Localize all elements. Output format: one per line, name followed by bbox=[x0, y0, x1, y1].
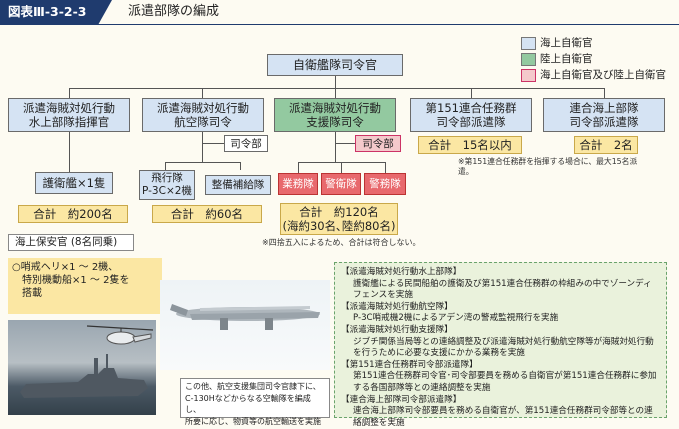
info-heading: 【派遣海賊対処行動水上部隊】 bbox=[341, 267, 462, 277]
unit-support-total: 合計 約120名 (海約30名､陸約80名) bbox=[280, 203, 398, 235]
legend-label-joint: 海上自衛官及び陸上自衛官 bbox=[540, 69, 666, 81]
connector bbox=[335, 143, 355, 144]
unit-cmf-total: 合計 2名 bbox=[574, 136, 638, 154]
unit-military-police: 警務隊 bbox=[364, 173, 406, 195]
unit-cmf-hq-detachment: 連合海上部隊 司令部派遣隊 bbox=[543, 98, 665, 132]
connector bbox=[202, 132, 203, 162]
p3c-aircraft-photo bbox=[160, 280, 330, 370]
info-heading: 【派遣海賊対処行動航空隊】 bbox=[341, 301, 453, 312]
unit-surface-total: 合計 約200名 bbox=[18, 205, 128, 223]
info-heading: 【第151連合任務群司令部派遣隊】 bbox=[341, 359, 478, 370]
info-heading: 【連合海上部隊司令部派遣隊】 bbox=[341, 394, 462, 405]
info-body: P-3C哨戒機2機によるアデン湾の警戒監視飛行を実施 bbox=[353, 313, 559, 324]
unit-escort-ship: 護衛艦×1隻 bbox=[35, 172, 113, 194]
connector bbox=[69, 88, 604, 89]
header-bar bbox=[0, 0, 679, 24]
header-rule bbox=[0, 24, 679, 25]
air-hq-box: 司令部 bbox=[224, 135, 268, 152]
figure-number: 図表Ⅲ-3-2-3 bbox=[0, 0, 112, 24]
support-hq-box: 司令部 bbox=[355, 135, 401, 152]
top-commander-box: 自衛艦隊司令官 bbox=[267, 54, 403, 76]
unit-ctf151-total: 合計 15名以内 bbox=[418, 136, 522, 154]
rounding-note: ※四捨五入によるため、合計は符合しない。 bbox=[262, 238, 421, 247]
unit-guard: 警衛隊 bbox=[321, 173, 361, 195]
unit-maintenance-supply: 整備補給隊 bbox=[205, 175, 271, 195]
connector bbox=[165, 162, 240, 163]
legend-swatch-maritime bbox=[521, 37, 536, 50]
info-body: 護衛艦による民間船舶の護衛及び第151連合任務群の枠組みの中でゾーンディフェンス… bbox=[353, 278, 652, 301]
unit-service: 業務隊 bbox=[278, 173, 318, 195]
unit-surface-force-commander: 派遣海賊対処行動 水上部隊指揮官 bbox=[8, 98, 130, 132]
legend-label-maritime: 海上自衛官 bbox=[540, 37, 593, 49]
connector bbox=[69, 132, 70, 172]
helicopter-photo bbox=[85, 318, 155, 358]
connector bbox=[165, 162, 166, 170]
connector bbox=[604, 88, 605, 98]
connector bbox=[471, 88, 472, 98]
connector bbox=[341, 162, 342, 173]
legend-label-ground: 陸上自衛官 bbox=[540, 53, 593, 65]
info-body: 連合海上部隊司令部要員を務める自衛官が、第151連合任務群司令部等との連絡調整を… bbox=[353, 406, 653, 428]
connector bbox=[335, 88, 336, 98]
unit-support-group-commander: 派遣海賊対処行動 支援隊司令 bbox=[274, 98, 396, 132]
info-heading: 【派遣海賊対処行動支援隊】 bbox=[341, 324, 453, 335]
photo-caption: この他、航空支援集団司令官隷下に、 C-130Hなどからなる空輸隊を編成し、 所… bbox=[180, 378, 330, 426]
connector bbox=[240, 162, 241, 170]
legend-swatch-ground bbox=[521, 53, 536, 66]
info-body: ジブチ関係当局等との連絡調整及び派遣海賊対処行動航空隊等が海賊対処行動を行うため… bbox=[353, 336, 654, 359]
unit-flight-squadron: 飛行隊 P-3C×2機 bbox=[139, 170, 195, 200]
unit-air-group-commander: 派遣海賊対処行動 航空隊司令 bbox=[142, 98, 264, 132]
mission-description-box: 【派遣海賊対処行動水上部隊】 護衛艦による民間船舶の護衛及び第151連合任務群の… bbox=[334, 262, 667, 428]
connector bbox=[385, 162, 386, 173]
ctf151-note: ※第151連合任務群を指揮する場合に、最大15名派遣。 bbox=[458, 157, 638, 176]
unit-ctf151-hq-detachment: 第151連合任務群 司令部派遣隊 bbox=[410, 98, 532, 132]
connector bbox=[69, 88, 70, 98]
connector bbox=[202, 143, 224, 144]
unit-air-total: 合計 約60名 bbox=[152, 205, 262, 223]
coast-guard-body: ○哨戒ヘリ×1 ～ 2機、 特別機動船×1 ～ 2隻を 搭載 bbox=[8, 258, 162, 314]
connector bbox=[298, 162, 299, 173]
page-title: 派遣部隊の編成 bbox=[128, 4, 220, 19]
connector bbox=[335, 76, 336, 88]
coast-guard-title: 海上保安官 (8名同乗) bbox=[8, 234, 134, 251]
legend-swatch-joint bbox=[521, 69, 536, 82]
connector bbox=[202, 88, 203, 98]
connector bbox=[335, 132, 336, 162]
info-body: 第151連合任務群司令官･司令部要員を務める自衛官が第151連合任務群に参加する… bbox=[353, 371, 657, 393]
